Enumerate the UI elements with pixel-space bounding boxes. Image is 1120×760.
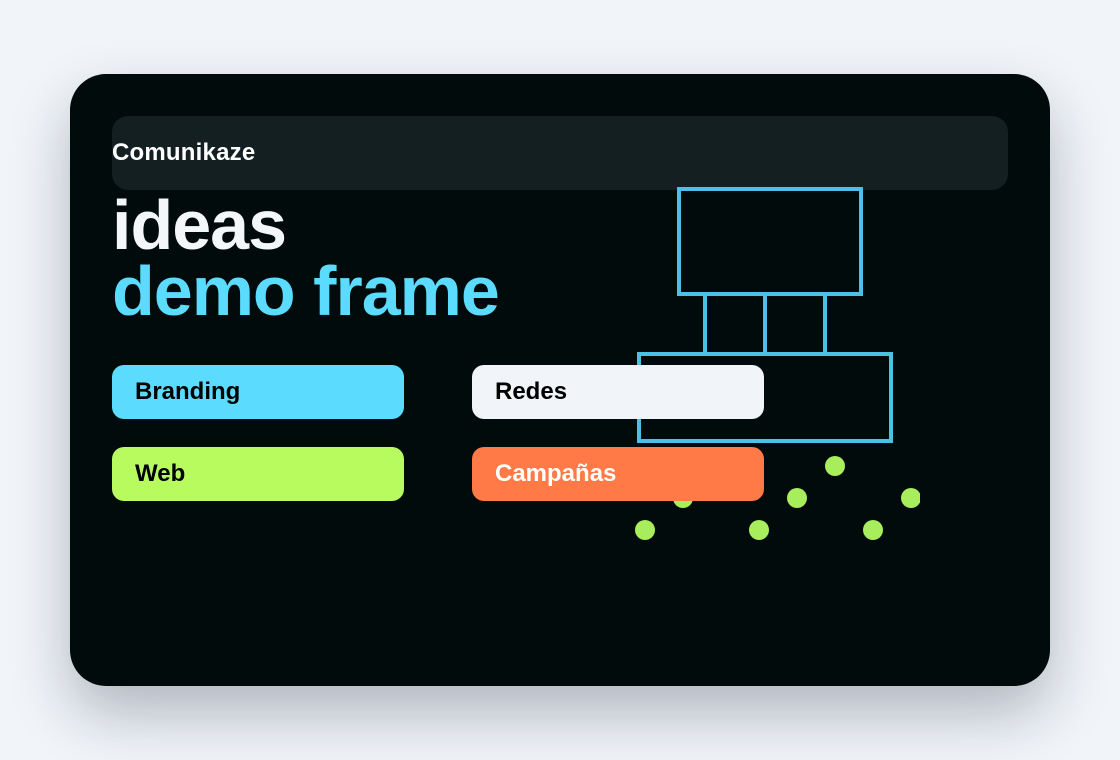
dot bbox=[635, 520, 655, 540]
dot bbox=[863, 520, 883, 540]
hero-frame: Comunikaze ideas demo frame Branding Red… bbox=[70, 74, 1050, 686]
headline-line-demo-frame: demo frame bbox=[112, 252, 500, 330]
dot bbox=[901, 488, 920, 508]
top-bar: Comunikaze bbox=[112, 116, 1008, 190]
dot bbox=[787, 488, 807, 508]
brand-logo-text[interactable]: Comunikaze bbox=[112, 139, 256, 166]
illustration-top-block bbox=[677, 187, 863, 296]
redes-button[interactable]: Redes bbox=[472, 365, 764, 419]
dot bbox=[749, 520, 769, 540]
campanas-button[interactable]: Campañas bbox=[472, 447, 764, 501]
branding-button[interactable]: Branding bbox=[112, 365, 404, 419]
headline-line-ideas: ideas bbox=[112, 186, 287, 264]
web-button[interactable]: Web bbox=[112, 447, 404, 501]
dot bbox=[825, 456, 845, 476]
hero-headline: ideas demo frame bbox=[112, 186, 500, 330]
